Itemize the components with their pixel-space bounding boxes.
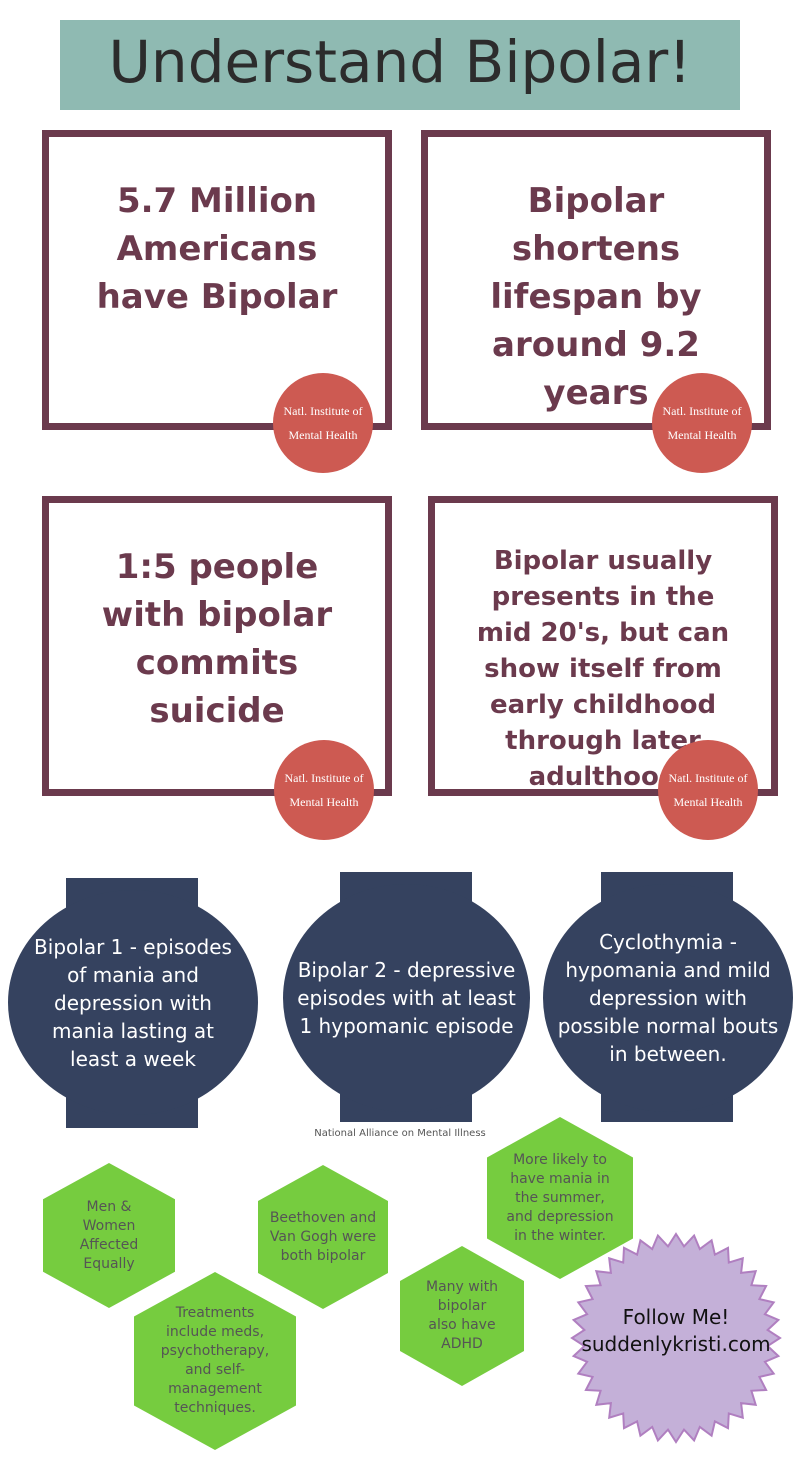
follow-badge: Follow Me! suddenlykristi.com [570, 1232, 782, 1444]
fact-box-3: 1:5 people with bipolar commits suicide [42, 496, 392, 796]
source-badge-1: Natl. Institute of Mental Health [273, 373, 373, 473]
type-text-2: Bipolar 2 - depressive episodes with at … [297, 958, 516, 1038]
hex-fact-4: Many with bipolar also have ADHD [400, 1246, 524, 1386]
fact-text-1: 5.7 Million Americans have Bipolar [96, 181, 338, 317]
hex-text-1: Men & Women Affected Equally [79, 1198, 139, 1272]
hex-text-5: More likely to have mania in the summer,… [506, 1151, 614, 1244]
follow-text: Follow Me! suddenlykristi.com [570, 1304, 782, 1358]
source-badge-3: Natl. Institute of Mental Health [274, 740, 374, 840]
follow-link[interactable]: suddenlykristi.com [581, 1332, 771, 1356]
fact-text-2: Bipolar shortens lifespan by around 9.2 … [490, 181, 702, 413]
hex-text-4: Many with bipolar also have ADHD [426, 1279, 498, 1352]
hex-fact-3: Beethoven and Van Gogh were both bipolar [258, 1165, 388, 1309]
type-text-3: Cyclothymia - hypomania and mild depress… [557, 930, 779, 1066]
source-badge-2: Natl. Institute of Mental Health [652, 373, 752, 473]
type-circle-3: Cyclothymia - hypomania and mild depress… [543, 884, 793, 1112]
hex-fact-1: Men & Women Affected Equally [43, 1163, 175, 1308]
types-source: National Alliance on Mental Illness [314, 1128, 486, 1139]
fact-text-4: Bipolar usually presents in the mid 20's… [476, 546, 730, 792]
fact-box-1: 5.7 Million Americans have Bipolar [42, 130, 392, 430]
title-banner: Understand Bipolar! [60, 20, 740, 110]
follow-label: Follow Me! [622, 1305, 730, 1329]
type-circle-1: Bipolar 1 - episodes of mania and depres… [8, 890, 258, 1115]
type-circle-2: Bipolar 2 - depressive episodes with at … [283, 884, 530, 1112]
starburst-shape [570, 1232, 782, 1444]
hex-fact-2: Treatments include meds, psychotherapy, … [134, 1272, 296, 1450]
hex-text-2: Treatments include meds, psychotherapy, … [160, 1305, 270, 1416]
fact-text-3: 1:5 people with bipolar commits suicide [101, 547, 333, 731]
hex-text-3: Beethoven and Van Gogh were both bipolar [269, 1209, 377, 1264]
source-badge-4: Natl. Institute of Mental Health [658, 740, 758, 840]
page-title: Understand Bipolar! [108, 28, 692, 96]
type-text-1: Bipolar 1 - episodes of mania and depres… [34, 934, 232, 1071]
